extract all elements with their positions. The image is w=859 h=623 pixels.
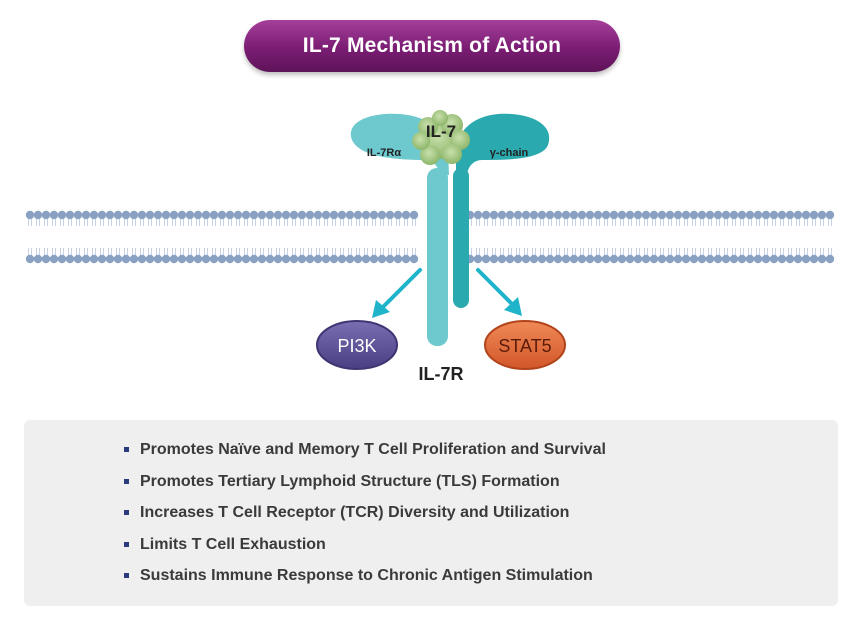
effect-item: Promotes Naïve and Memory T Cell Prolife…	[124, 438, 838, 470]
page-title: IL-7 Mechanism of Action	[302, 34, 562, 57]
effect-text: Sustains Immune Response to Chronic Anti…	[140, 567, 593, 584]
gamma-chain	[453, 113, 550, 308]
il7r-label: IL-7R	[419, 364, 464, 384]
arrow-to-pi3k	[372, 268, 422, 318]
effect-item: Sustains Immune Response to Chronic Anti…	[124, 564, 838, 596]
arrow-to-stat5	[476, 268, 522, 316]
effect-item: Increases T Cell Receptor (TCR) Diversit…	[124, 501, 838, 533]
bullet-icon	[124, 541, 129, 547]
mechanism-diagram: IL-7 IL-7Rα γ-chain PI3K STAT5 IL-7R	[25, 110, 835, 384]
pi3k-label: PI3K	[337, 336, 376, 356]
stat5-label: STAT5	[498, 336, 551, 356]
bullet-icon	[124, 573, 129, 578]
il7-label: IL-7	[426, 122, 456, 141]
cell-membrane	[25, 210, 835, 264]
effects-panel: Promotes Naïve and Memory T Cell Prolife…	[24, 420, 838, 606]
effect-item: Limits T Cell Exhaustion	[124, 533, 838, 565]
pi3k-node: PI3K	[316, 320, 398, 370]
effect-text: Promotes Naïve and Memory T Cell Prolife…	[140, 441, 606, 458]
alpha-chain-label: IL-7Rα	[367, 147, 402, 159]
bullet-icon	[124, 447, 129, 452]
effect-text: Promotes Tertiary Lymphoid Structure (TL…	[140, 472, 560, 490]
effects-list: Promotes Naïve and Memory T Cell Prolife…	[24, 420, 838, 596]
effect-text: Increases T Cell Receptor (TCR) Diversit…	[140, 504, 570, 521]
effect-text: Limits T Cell Exhaustion	[140, 535, 326, 553]
il7-ligand	[412, 110, 470, 165]
gamma-chain-label: γ-chain	[490, 147, 529, 159]
bullet-icon	[124, 510, 129, 515]
title-banner: IL-7 Mechanism of Action	[244, 20, 620, 72]
bullet-icon	[124, 478, 129, 484]
stat5-node: STAT5	[484, 320, 566, 370]
effect-item: Promotes Tertiary Lymphoid Structure (TL…	[124, 470, 838, 502]
